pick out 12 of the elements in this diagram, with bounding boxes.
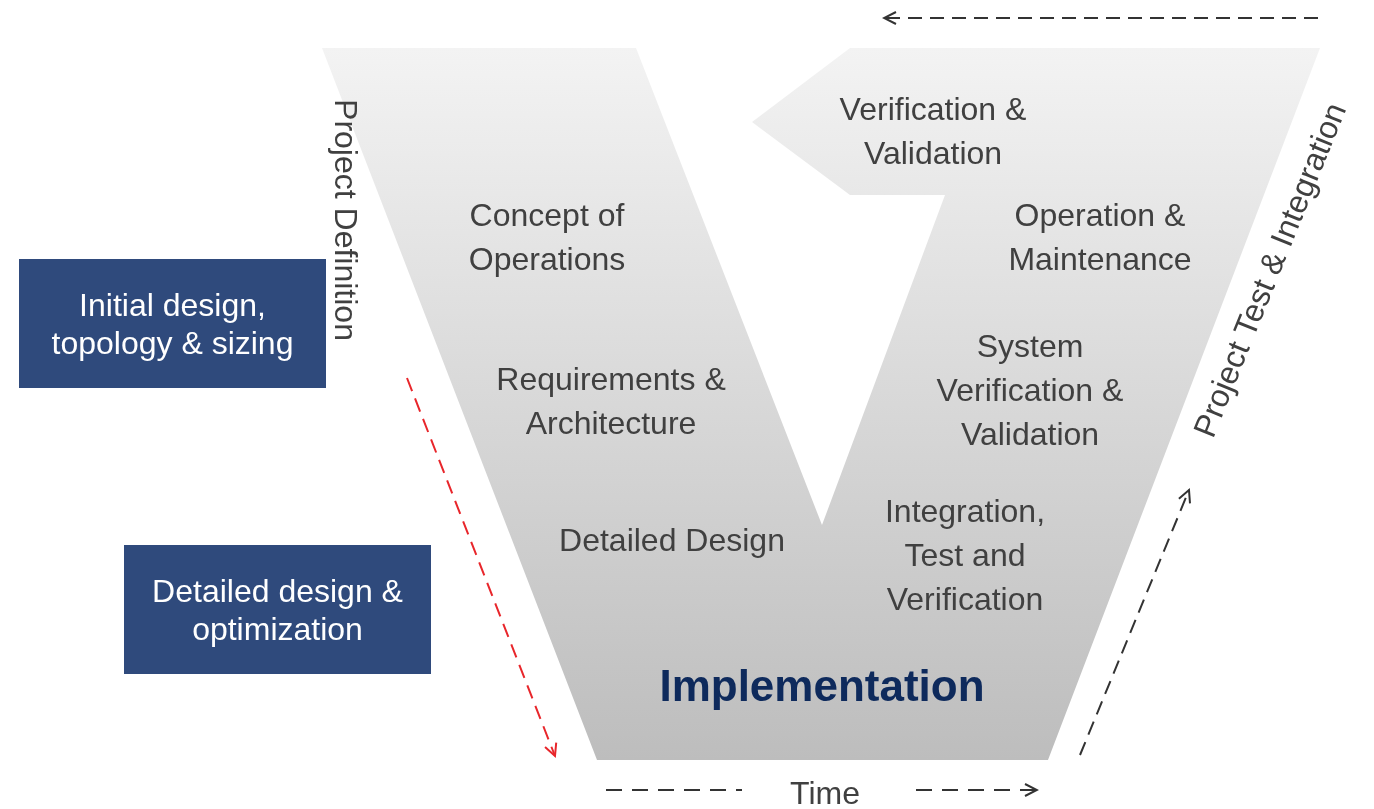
axis-label: Project Definition bbox=[326, 99, 364, 341]
phase-label: Integration, Test and Verification bbox=[883, 492, 1047, 619]
phase-label: System Verification & Validation bbox=[935, 327, 1125, 454]
phase-label: Verification & Validation bbox=[838, 90, 1028, 173]
process-box: Detailed design & optimization bbox=[124, 545, 431, 674]
axis-label: Time bbox=[790, 774, 860, 809]
stage-heading: Implementation bbox=[659, 664, 985, 708]
phase-label: Requirements & Architecture bbox=[495, 360, 727, 443]
process-box: Initial design, topology & sizing bbox=[19, 259, 326, 388]
phase-label: Concept of Operations bbox=[467, 196, 627, 279]
phase-label: Detailed Design bbox=[559, 521, 785, 560]
phase-label: Operation & Maintenance bbox=[1007, 196, 1193, 279]
